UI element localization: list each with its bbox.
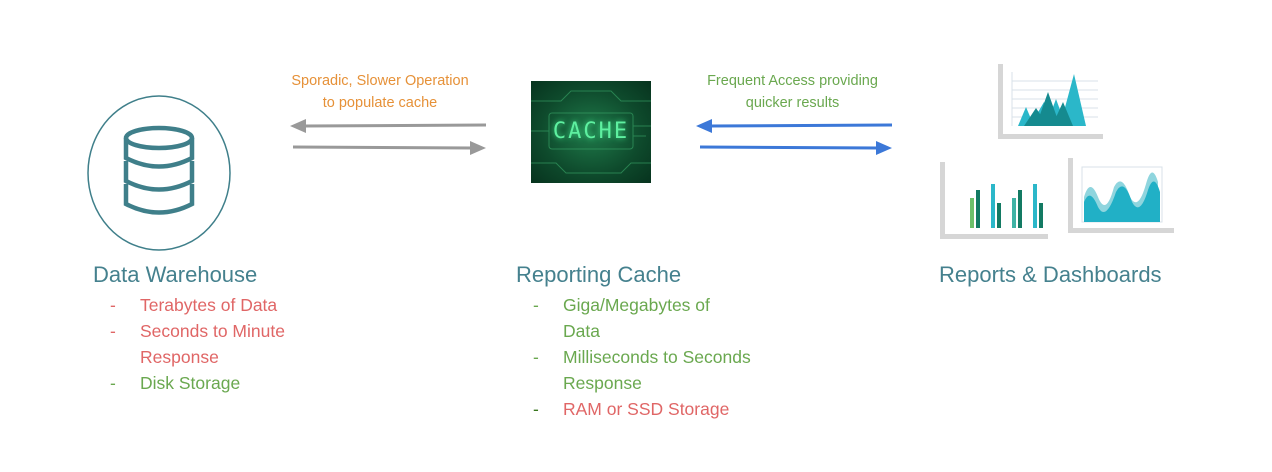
bullet-dash: - bbox=[110, 373, 116, 393]
reporting-cache-title: Reporting Cache bbox=[516, 262, 682, 287]
feature-item: - RAM or SSD Storage bbox=[533, 396, 793, 422]
caption-line: quicker results bbox=[745, 95, 840, 111]
caption-line: to populate cache bbox=[322, 95, 438, 111]
feature-item: - Milliseconds to Seconds Response bbox=[533, 344, 793, 396]
gray-bidirectional-arrows bbox=[290, 119, 487, 155]
feature-text: Disk Storage bbox=[140, 373, 241, 393]
feature-text: RAM or SSD Storage bbox=[563, 399, 730, 419]
caption-line: Sporadic, Slower Operation bbox=[291, 73, 469, 89]
reports-charts-icon bbox=[940, 64, 1174, 239]
feature-item: - Disk Storage bbox=[110, 370, 320, 396]
feature-item: - Giga/Megabytes of Data bbox=[533, 292, 793, 344]
bullet-dash: - bbox=[533, 347, 539, 367]
feature-text: Milliseconds to Seconds Response bbox=[563, 347, 751, 393]
bullet-dash: - bbox=[110, 295, 116, 315]
feature-item: - Terabytes of Data bbox=[110, 292, 320, 318]
database-icon bbox=[87, 95, 231, 251]
caption-line: Frequent Access providing bbox=[707, 73, 878, 89]
frequent-access-caption: Frequent Access providing quicker result… bbox=[685, 70, 900, 114]
cache-image: CACHE bbox=[531, 81, 651, 183]
bullet-dash: - bbox=[533, 399, 539, 419]
circuit-pattern-icon bbox=[531, 90, 651, 174]
bullet-dash: - bbox=[110, 321, 116, 341]
feature-text: Terabytes of Data bbox=[140, 295, 278, 315]
feature-text: Seconds to Minute Response bbox=[140, 321, 285, 367]
feature-item: - Seconds to Minute Response bbox=[110, 318, 320, 370]
blue-bidirectional-arrows bbox=[696, 119, 893, 155]
data-warehouse-title: Data Warehouse bbox=[93, 262, 258, 287]
feature-text: Giga/Megabytes of Data bbox=[563, 295, 710, 341]
reports-dashboards-title: Reports & Dashboards bbox=[939, 262, 1162, 287]
slow-operation-caption: Sporadic, Slower Operation to populate c… bbox=[270, 70, 490, 114]
bullet-dash: - bbox=[533, 295, 539, 315]
reporting-cache-features: - Giga/Megabytes of Data - Milliseconds to… bbox=[533, 292, 793, 422]
cache-image-label: CACHE bbox=[552, 119, 630, 144]
data-warehouse-features: - Terabytes of Data - Seconds to Minute Re… bbox=[110, 292, 320, 396]
